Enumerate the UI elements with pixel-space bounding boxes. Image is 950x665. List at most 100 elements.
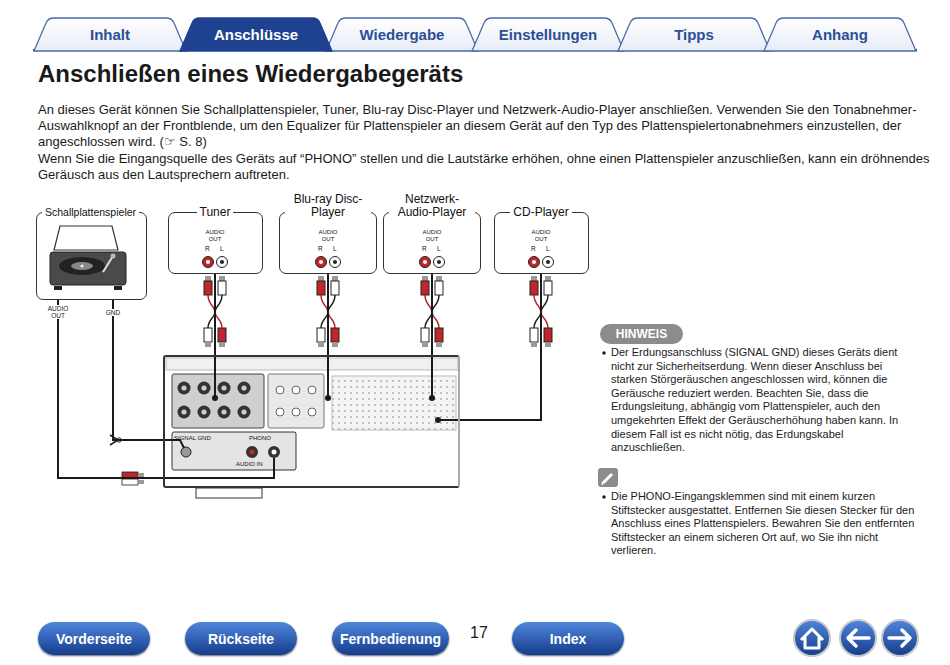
nav-tab: Einstellungen xyxy=(472,18,624,51)
device-name: Schallplattenspieler xyxy=(42,207,139,219)
terminal-and-cable xyxy=(198,382,211,395)
terminal-and-cable xyxy=(434,257,445,268)
tab-label: Inhalt xyxy=(90,26,130,43)
terminal-and-cable xyxy=(203,257,214,268)
nav-tab: Wiedergabe xyxy=(326,18,478,51)
terminal-and-cable xyxy=(544,281,552,295)
channel-label: R xyxy=(318,245,323,252)
nav-tab: Inhalt xyxy=(34,18,186,51)
terminal-and-cable xyxy=(292,408,300,416)
terminal-label: PHONO xyxy=(249,435,271,442)
turntable-drawing xyxy=(54,226,118,250)
terminal-and-cable xyxy=(421,281,429,295)
terminal-and-cable xyxy=(219,342,225,347)
note-text: Die PHONO-Eingangsklemmen sind mit einem… xyxy=(611,490,917,558)
terminal-and-cable xyxy=(276,386,284,394)
amplifier-drawing xyxy=(268,446,280,458)
home-icon xyxy=(794,620,830,656)
cable-line xyxy=(431,274,433,355)
terminal-and-cable xyxy=(221,409,226,414)
terminal-and-cable xyxy=(330,257,341,268)
nav-tab: Anhang xyxy=(764,18,916,51)
tab-shape xyxy=(326,18,478,51)
terminal-and-cable xyxy=(317,328,325,342)
terminal-and-cable xyxy=(437,260,441,264)
terminal-and-cable xyxy=(204,281,212,295)
terminal-and-cable xyxy=(436,276,442,281)
amplifier-drawing xyxy=(272,450,277,455)
device-box: Blu-ray Disc-PlayerAUDIO OUTRL xyxy=(279,212,377,274)
turntable-drawing xyxy=(103,256,113,272)
nav-button: Vorderseite xyxy=(38,622,150,655)
intro-text: An dieses Gerät können Sie Schallplatten… xyxy=(38,102,930,150)
terminal-and-cable xyxy=(198,406,211,419)
device-name: Tuner xyxy=(197,206,234,219)
terminal-and-cable xyxy=(530,328,538,342)
bullet-dot xyxy=(602,495,606,499)
terminal-and-cable xyxy=(546,260,550,264)
amplifier-drawing xyxy=(250,450,255,455)
nav-button: Index xyxy=(512,622,624,655)
signal-label: AUDIO OUT xyxy=(419,229,445,243)
tab-shape xyxy=(764,18,916,51)
terminal-and-cable xyxy=(218,406,231,419)
tab-label: Anhang xyxy=(812,26,868,43)
terminal-and-cable xyxy=(529,257,540,268)
amplifier-drawing xyxy=(440,419,460,421)
terminal-and-cable xyxy=(181,385,186,390)
device-box: CD-PlayerAUDIO OUTRL xyxy=(494,212,589,274)
signal-label: AUDIO OUT xyxy=(528,229,554,243)
terminal-and-cable xyxy=(436,342,442,347)
tab-shape xyxy=(618,18,770,51)
turntable-drawing xyxy=(71,262,93,270)
terminal-and-cable xyxy=(435,328,443,342)
terminal-and-cable xyxy=(319,260,323,264)
forward-icon xyxy=(882,620,918,656)
channel-label: L xyxy=(437,245,441,252)
terminal-and-cable xyxy=(327,355,329,396)
signal-label: AUDIO OUT xyxy=(44,305,72,319)
terminal-and-cable xyxy=(429,395,435,401)
cable-line xyxy=(113,300,163,440)
cable-line xyxy=(460,274,541,420)
terminal-and-cable xyxy=(218,328,226,342)
turntable-drawing xyxy=(81,265,84,268)
tab-shape xyxy=(472,18,624,51)
terminal-and-cable xyxy=(331,281,339,295)
turntable-drawing xyxy=(59,257,105,275)
device-name: Blu-ray Disc-Player xyxy=(285,193,371,219)
tab-label: Anschlüsse xyxy=(214,26,298,43)
turntable-drawing xyxy=(50,252,126,285)
terminal-and-cable xyxy=(317,281,325,295)
turntable-drawing xyxy=(111,254,116,259)
terminal-label: SIGNAL GND xyxy=(174,435,211,442)
terminal-and-cable xyxy=(435,281,443,295)
amplifier-drawing xyxy=(163,458,274,478)
terminal-and-cable xyxy=(220,260,224,264)
terminal-and-cable xyxy=(421,328,429,342)
terminal-and-cable xyxy=(531,276,537,281)
terminal-and-cable xyxy=(217,257,228,268)
amplifier-drawing xyxy=(163,358,460,498)
terminal-and-cable xyxy=(178,382,191,395)
terminal-and-cable xyxy=(423,260,427,264)
terminal-and-cable xyxy=(238,382,251,395)
terminal-and-cable xyxy=(531,342,537,347)
terminal-and-cable xyxy=(422,276,428,281)
cable-line xyxy=(58,300,163,478)
terminal-and-cable xyxy=(218,382,231,395)
terminal-and-cable xyxy=(219,276,225,281)
note-icon xyxy=(598,468,618,487)
device-box: TunerAUDIO OUTRL xyxy=(168,212,263,274)
tab-shape xyxy=(180,18,332,51)
terminal-and-cable xyxy=(238,406,251,419)
device-name: CD-Player xyxy=(510,206,571,219)
back-icon xyxy=(848,630,869,646)
terminal-and-cable xyxy=(544,328,552,342)
terminal-and-cable xyxy=(308,408,316,416)
turntable-drawing xyxy=(114,286,122,290)
terminal-and-cable xyxy=(333,260,337,264)
terminal-and-cable xyxy=(212,395,218,401)
phono-plug xyxy=(138,473,144,477)
terminal-and-cable xyxy=(545,276,551,281)
